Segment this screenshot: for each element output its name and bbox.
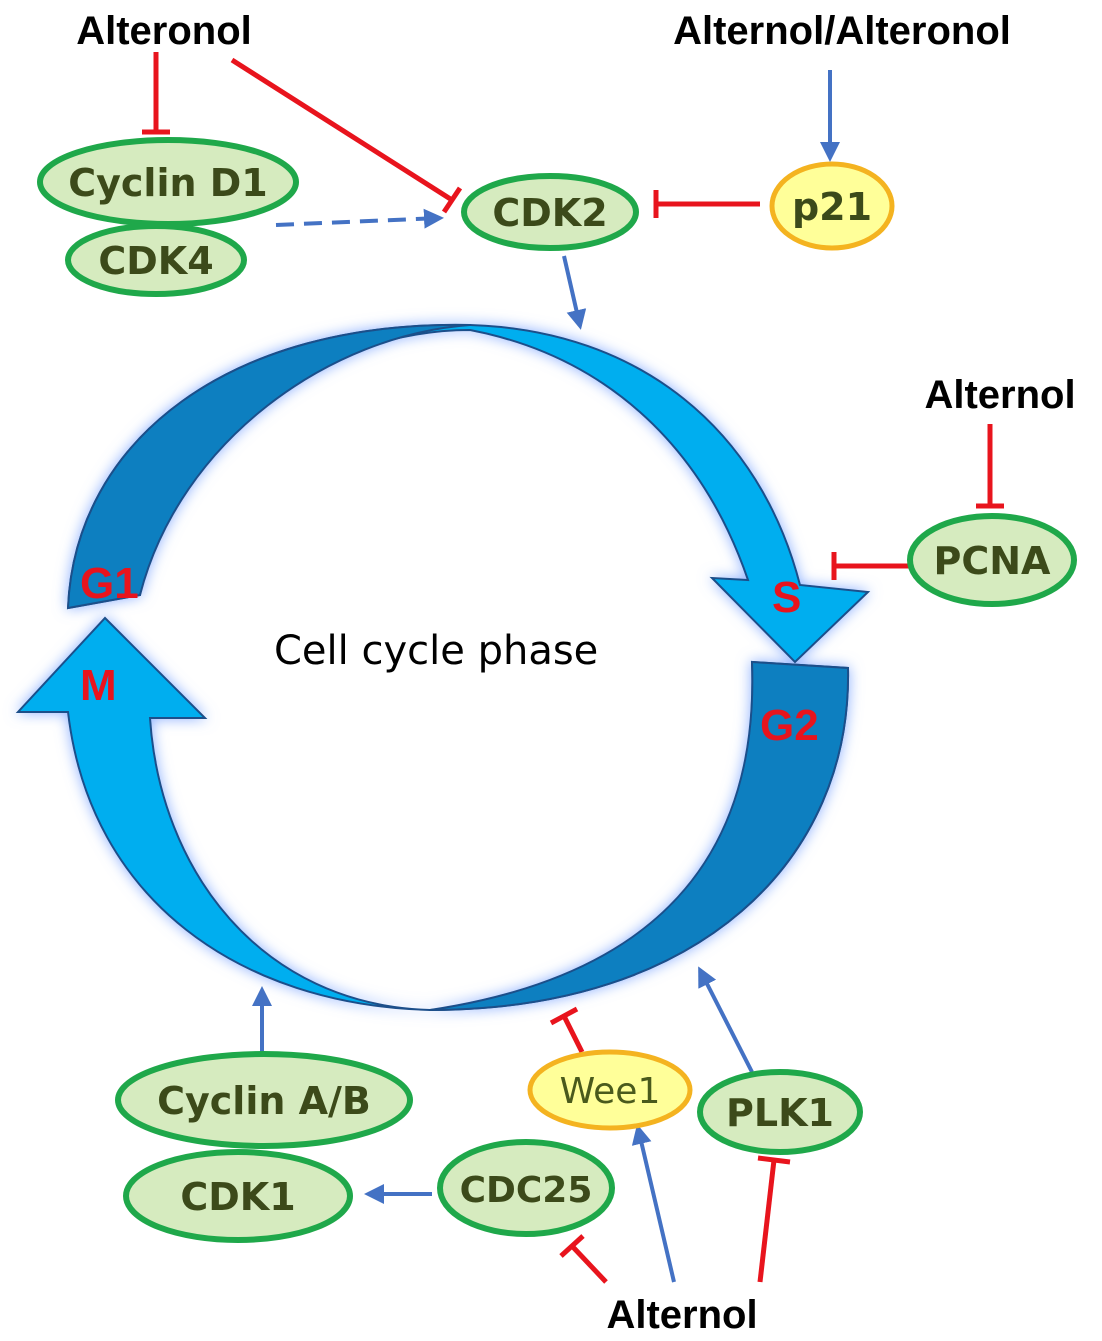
node-cdk1-label: CDK1 bbox=[180, 1175, 295, 1219]
activate-cdk2-cycle bbox=[562, 255, 587, 330]
node-wee1-label: Wee1 bbox=[560, 1071, 661, 1112]
node-cyclin-d1: Cyclin D1 bbox=[37, 137, 299, 227]
activate-cdk4-cdk2 bbox=[275, 208, 444, 229]
drug-label-bottom: Alternol bbox=[606, 1293, 757, 1337]
inhibit-alternol-plk1 bbox=[757, 1155, 791, 1283]
cycle-ring bbox=[15, 323, 871, 1012]
node-wee1: Wee1 bbox=[527, 1049, 693, 1131]
drug-label-top-right: Alternol/Alteronol bbox=[673, 9, 1011, 53]
cycle-arrow-g2-m bbox=[15, 616, 850, 1012]
cycle-arrow-g1-s bbox=[66, 323, 871, 664]
node-cdc25: CDC25 bbox=[437, 1139, 615, 1237]
node-pcna: PCNA bbox=[907, 513, 1077, 607]
phase-s: S bbox=[772, 573, 801, 622]
activate-plk1-cycle bbox=[698, 966, 754, 1073]
node-plk1-label: PLK1 bbox=[726, 1091, 834, 1135]
cycle-shade-top bbox=[66, 323, 471, 610]
node-cdk4: CDK4 bbox=[65, 223, 247, 297]
activate-alternol-wee1 bbox=[631, 1124, 676, 1283]
inhibit-p21-cdk2 bbox=[653, 190, 760, 218]
inhibit-pcna-s bbox=[831, 552, 910, 580]
drug-label-right: Alternol bbox=[924, 373, 1075, 417]
node-p21-label: p21 bbox=[792, 185, 872, 229]
node-cdk4-label: CDK4 bbox=[98, 239, 213, 283]
phase-g1: G1 bbox=[80, 559, 139, 608]
node-cdk2: CDK2 bbox=[461, 173, 639, 251]
inhibit-wee1-cycle bbox=[549, 1006, 585, 1054]
phase-m: M bbox=[80, 661, 117, 710]
node-cdk1: CDK1 bbox=[123, 1149, 353, 1243]
node-cdc25-label: CDC25 bbox=[460, 1170, 593, 1211]
phase-g2: G2 bbox=[760, 701, 819, 750]
center-label: Cell cycle phase bbox=[274, 628, 598, 674]
inhibit-alteronol-cdk2 bbox=[230, 57, 463, 214]
inhibit-alternol-cdc25 bbox=[559, 1234, 608, 1284]
node-cdk2-label: CDK2 bbox=[492, 191, 607, 235]
node-pcna-label: PCNA bbox=[934, 539, 1052, 583]
inhibit-alternol-pcna bbox=[976, 424, 1004, 509]
node-plk1: PLK1 bbox=[697, 1069, 863, 1155]
drug-label-top-left: Alteronol bbox=[76, 9, 252, 53]
node-cyclin-d1-label: Cyclin D1 bbox=[68, 161, 268, 205]
node-cyclin-ab-label: Cyclin A/B bbox=[157, 1079, 371, 1123]
cycle-shade-bottom bbox=[429, 660, 850, 1011]
inhibit-alteronol-cyclind1 bbox=[142, 52, 170, 135]
node-p21: p21 bbox=[769, 161, 895, 251]
node-cyclin-ab: Cyclin A/B bbox=[115, 1051, 413, 1149]
